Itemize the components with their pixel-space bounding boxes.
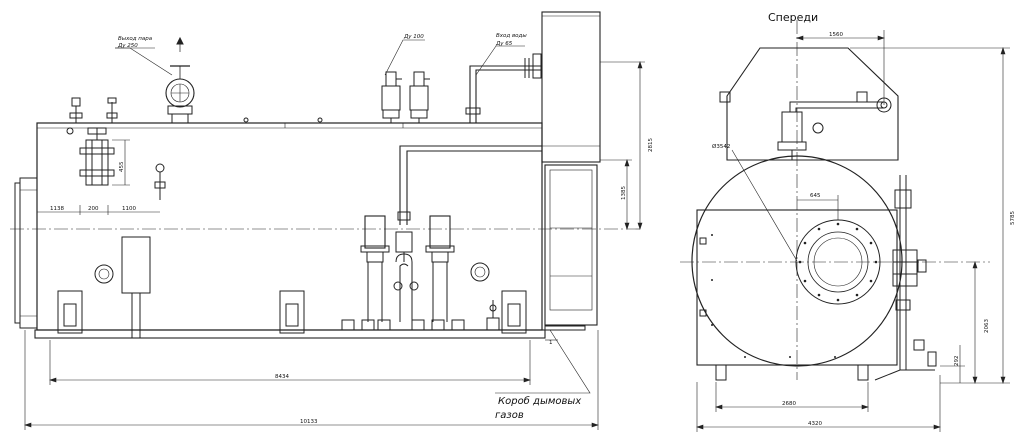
dim-455-label: 455 [119, 161, 125, 172]
safety-valves [381, 71, 430, 123]
dim-4320-label: 4320 [808, 421, 822, 427]
callout-leaders [115, 39, 591, 394]
dimension-1385 [600, 159, 632, 230]
front-door [19, 177, 38, 329]
dim-1560-label: 1560 [829, 32, 843, 38]
steam-outlet-dn-label: Ду 250 [117, 43, 138, 49]
dim-1100-label: 1100 [122, 206, 136, 212]
text-layer: Спереди Выход пара Ду 250 Ду 100 Вход во… [50, 11, 1016, 427]
feed-pipe [395, 145, 542, 262]
dim-1385-label: 1385 [621, 186, 627, 200]
front-side-piping [874, 175, 937, 381]
dimension-10133 [24, 330, 599, 430]
bottom-valves [341, 300, 500, 331]
dim-8434-label: 8434 [275, 374, 289, 380]
dimension-645 [797, 195, 839, 220]
base-frame [34, 329, 546, 339]
side-view [10, 11, 645, 430]
front-top-valves [777, 97, 892, 160]
gauge-group [69, 97, 118, 123]
water-inlet-label: Вход воды [496, 33, 527, 39]
dimension-8434 [49, 340, 531, 385]
control-cabinet [121, 236, 151, 294]
dim-2680-label: 2680 [782, 401, 796, 407]
front-view [680, 20, 1010, 432]
dim-1-label: 1 [549, 340, 553, 346]
flue-hood [726, 47, 899, 161]
dim-200-label: 200 [88, 206, 99, 212]
sight-glass [66, 127, 115, 186]
inspection-ports [94, 262, 490, 284]
valve-dn-label: Ду 100 [403, 34, 424, 40]
dim-10133-label: 10133 [300, 419, 318, 425]
flue-box-upper [541, 11, 601, 163]
steam-outlet-valve [165, 36, 195, 124]
dimension-4320 [696, 375, 941, 432]
dimension-2063 [972, 261, 978, 384]
dimension-2680 [715, 382, 869, 412]
dimension-2815 [600, 61, 645, 230]
water-inlet-piping [465, 53, 542, 123]
dim-645-label: 645 [810, 193, 821, 199]
dim-5785-label: 5785 [1010, 211, 1016, 225]
dimension-455 [112, 139, 130, 186]
dim-2063-label: 2063 [984, 319, 990, 333]
water-inlet-dn-label: Ду 65 [495, 41, 513, 47]
dimension-5785 [850, 47, 1010, 384]
dimension-292 [940, 345, 965, 383]
steam-outlet-label: Выход пара [118, 36, 153, 42]
feed-pumps [360, 215, 455, 322]
dim-3542-label: Ø3542 [712, 143, 730, 150]
flue-box-label-2: газов [495, 410, 524, 421]
dim-292-label: 292 [954, 356, 960, 367]
front-view-title: Спереди [768, 11, 818, 24]
dimension-1560 [796, 30, 885, 105]
dim-2815-label: 2815 [648, 138, 654, 152]
dimension-chain [37, 205, 160, 215]
flue-box-lower [544, 164, 598, 326]
support-saddles [57, 290, 527, 334]
bolt-holes [711, 222, 878, 358]
dim-1138-label: 1138 [50, 206, 64, 212]
flue-box-label-1: Короб дымовых [498, 395, 581, 407]
level-sensor [154, 163, 166, 200]
